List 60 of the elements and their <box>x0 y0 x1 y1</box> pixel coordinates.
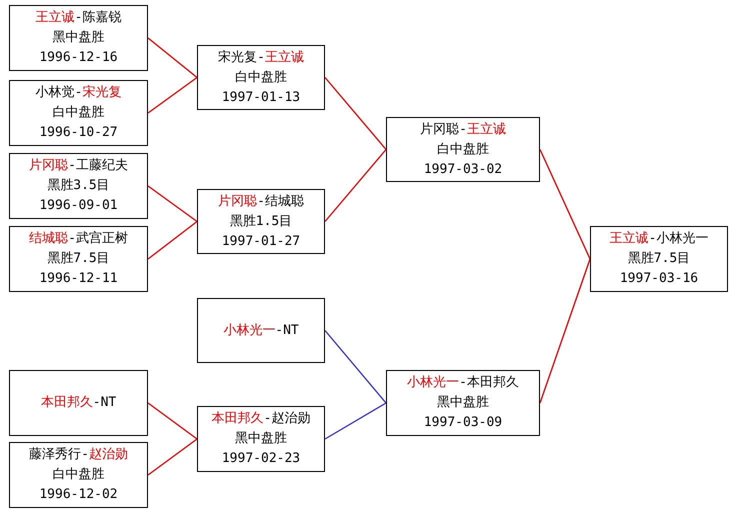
date-text: 1997-03-09 <box>424 414 502 432</box>
match-box <box>9 226 148 292</box>
match-box <box>386 370 540 436</box>
match-box <box>197 189 325 254</box>
match-players: 片冈聪-结城聪 <box>218 192 304 210</box>
date-text: 1997-03-02 <box>424 160 502 178</box>
match-players: 王立诚-陈嘉锐 <box>36 9 122 27</box>
date-text: 1996-12-16 <box>39 49 118 67</box>
bracket-line <box>148 402 198 440</box>
result-text: 黑中盘胜 <box>235 430 287 448</box>
match-box <box>197 298 325 363</box>
date-text: 1997-01-13 <box>222 88 300 106</box>
match-players: 宋光复-王立诚 <box>218 48 304 66</box>
bracket-line <box>148 38 198 78</box>
match-box <box>9 5 148 71</box>
bracket-line <box>148 438 198 476</box>
match-players: 本田邦久-赵治勋 <box>212 410 310 428</box>
date-text: 1997-03-16 <box>620 270 698 288</box>
result-text: 白中盘胜 <box>52 104 104 122</box>
bracket-line <box>324 330 386 404</box>
date-text: 1996-12-02 <box>39 486 118 504</box>
match-box <box>9 80 148 146</box>
match-players: 片冈聪-王立诚 <box>420 120 506 138</box>
date-text: 1996-10-27 <box>39 124 118 142</box>
bracket-line <box>148 76 198 114</box>
bracket-line <box>148 185 198 222</box>
match-players: 本田邦久-NT <box>40 394 116 412</box>
bracket-line <box>324 77 386 150</box>
match-players: 结城聪-武宫正树 <box>29 230 128 248</box>
bracket-line <box>539 149 591 260</box>
match-box <box>197 45 325 110</box>
result-text: 黑胜1.5目 <box>230 212 292 230</box>
result-text: 黑胜7.5目 <box>628 250 690 268</box>
bracket-line <box>324 149 386 222</box>
bracket-line <box>539 258 591 404</box>
date-text: 1997-01-27 <box>222 232 300 250</box>
match-box <box>9 442 148 508</box>
result-text: 黑胜7.5目 <box>47 250 110 268</box>
result-text: 白中盘胜 <box>437 140 489 158</box>
match-players: 藤泽秀行-赵治勋 <box>29 446 128 464</box>
match-box <box>9 153 148 219</box>
date-text: 1996-09-01 <box>39 197 118 215</box>
bracket-line <box>148 220 198 260</box>
match-players: 小林光一-NT <box>223 322 299 340</box>
match-box <box>9 370 148 436</box>
match-box <box>197 406 325 472</box>
match-players: 片冈聪-工藤纪夫 <box>29 157 128 175</box>
match-players: 王立诚-小林光一 <box>610 230 708 248</box>
result-text: 白中盘胜 <box>52 466 104 484</box>
bracket-line <box>324 402 386 440</box>
match-players: 小林觉-宋光复 <box>36 84 122 102</box>
match-players: 小林光一-本田邦久 <box>407 374 519 392</box>
date-text: 1996-12-11 <box>39 270 118 288</box>
result-text: 黑中盘胜 <box>52 29 104 47</box>
date-text: 1997-02-23 <box>222 450 300 468</box>
match-box <box>590 226 728 292</box>
result-text: 黑胜3.5目 <box>47 177 110 195</box>
result-text: 白中盘胜 <box>235 68 287 86</box>
result-text: 黑中盘胜 <box>437 394 489 412</box>
match-box <box>386 117 540 182</box>
